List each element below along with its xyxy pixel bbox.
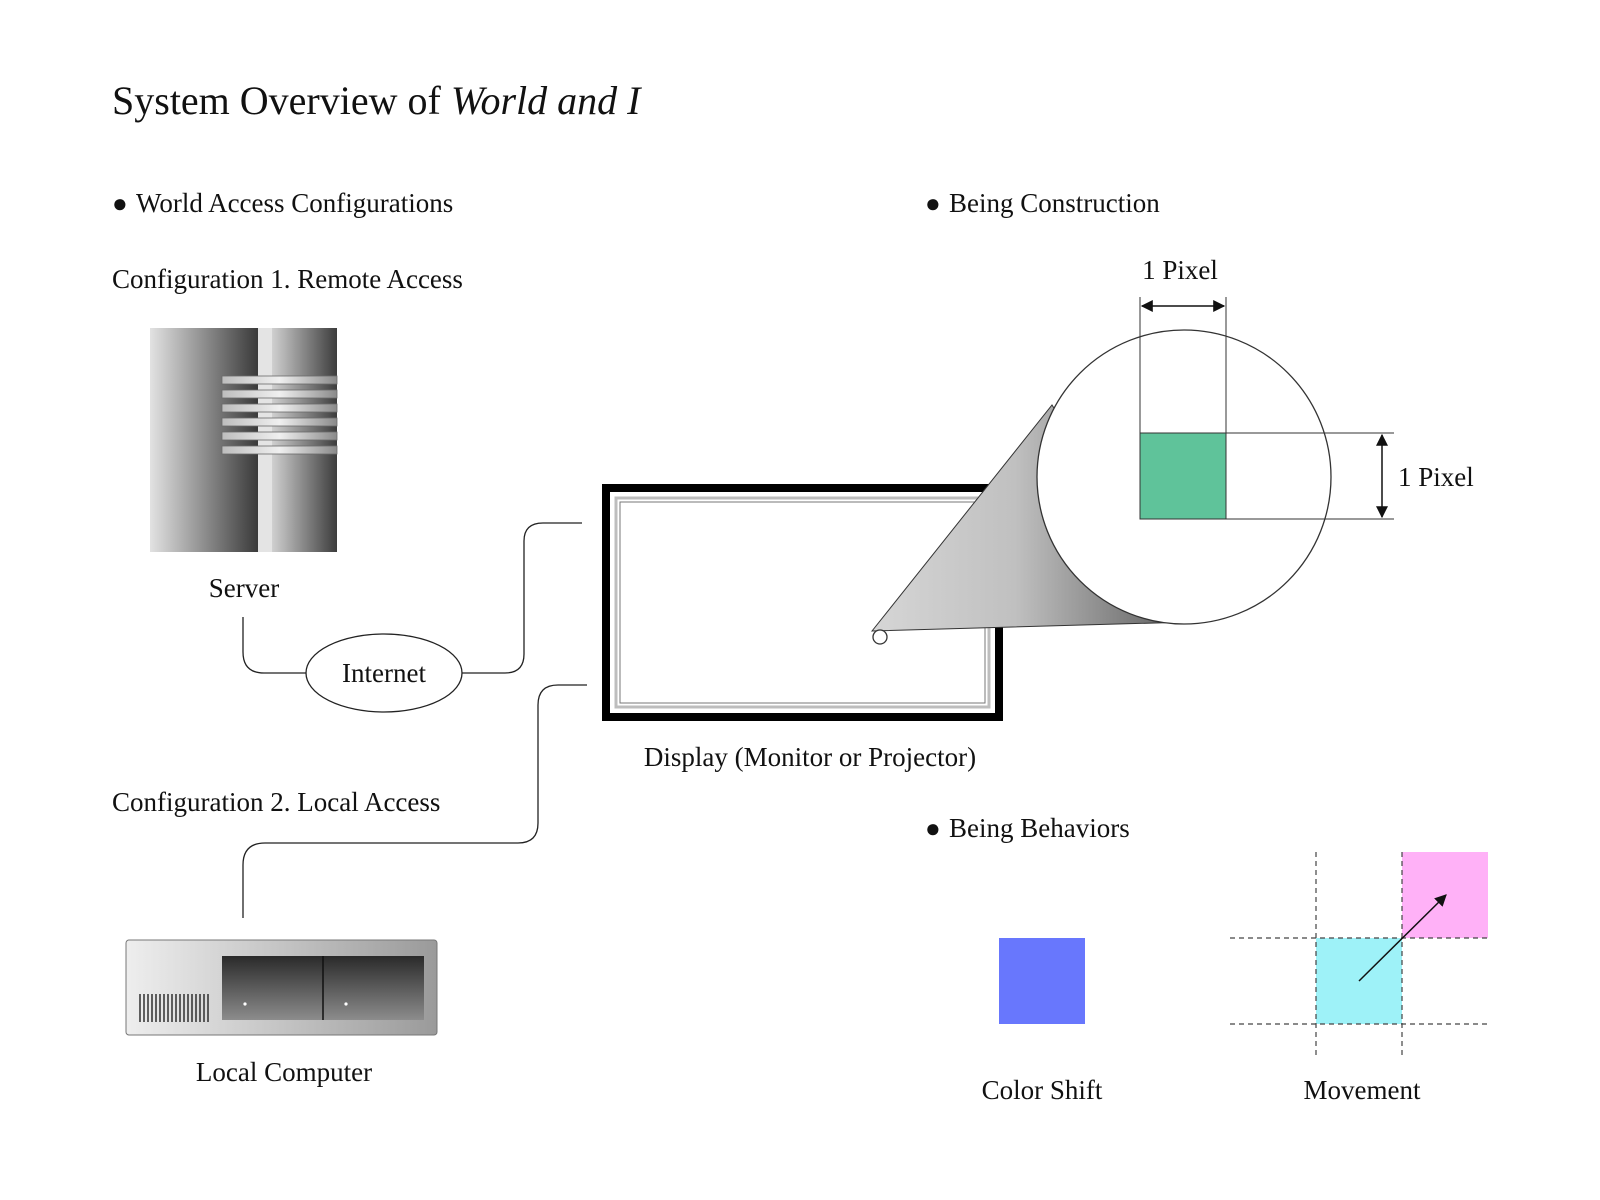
internet-display-link bbox=[462, 522, 582, 674]
page-title: System Overview of World and I bbox=[112, 78, 642, 123]
pixel-square bbox=[1139, 432, 1227, 520]
section-being-construction: Being Construction bbox=[949, 188, 1160, 218]
local-computer-label: Local Computer bbox=[196, 1057, 372, 1087]
desktop-computer-icon bbox=[125, 939, 438, 1036]
connection-lines bbox=[242, 522, 587, 918]
color-shift-label: Color Shift bbox=[982, 1075, 1103, 1105]
movement-diagram bbox=[1230, 852, 1488, 1058]
movement-arrow bbox=[1358, 894, 1447, 982]
section-bullet: ● bbox=[925, 189, 941, 218]
pixel-detail bbox=[1139, 297, 1394, 520]
section-bullet: ● bbox=[925, 814, 941, 843]
config-local-label: Configuration 2. Local Access bbox=[112, 787, 440, 817]
movement-label: Movement bbox=[1304, 1075, 1421, 1105]
pixel-height-label: 1 Pixel bbox=[1398, 462, 1474, 492]
movement-grid bbox=[1230, 852, 1488, 1058]
display-screen-icon bbox=[602, 484, 1003, 721]
color-shift-square bbox=[999, 938, 1085, 1024]
section-bullet: ● bbox=[112, 189, 128, 218]
pixel-width-label: 1 Pixel bbox=[1142, 255, 1218, 285]
server-label: Server bbox=[209, 573, 279, 603]
section-world-access: World Access Configurations bbox=[136, 188, 453, 218]
internet-cloud bbox=[305, 633, 463, 713]
section-being-behaviors: Being Behaviors bbox=[949, 813, 1130, 843]
server-internet-link bbox=[242, 617, 307, 674]
display-label: Display (Monitor or Projector) bbox=[644, 742, 976, 772]
server-tower-icon bbox=[150, 328, 338, 552]
internet-label: Internet bbox=[342, 658, 426, 688]
config-remote-label: Configuration 1. Remote Access bbox=[112, 264, 463, 294]
local-display-link bbox=[242, 684, 587, 918]
